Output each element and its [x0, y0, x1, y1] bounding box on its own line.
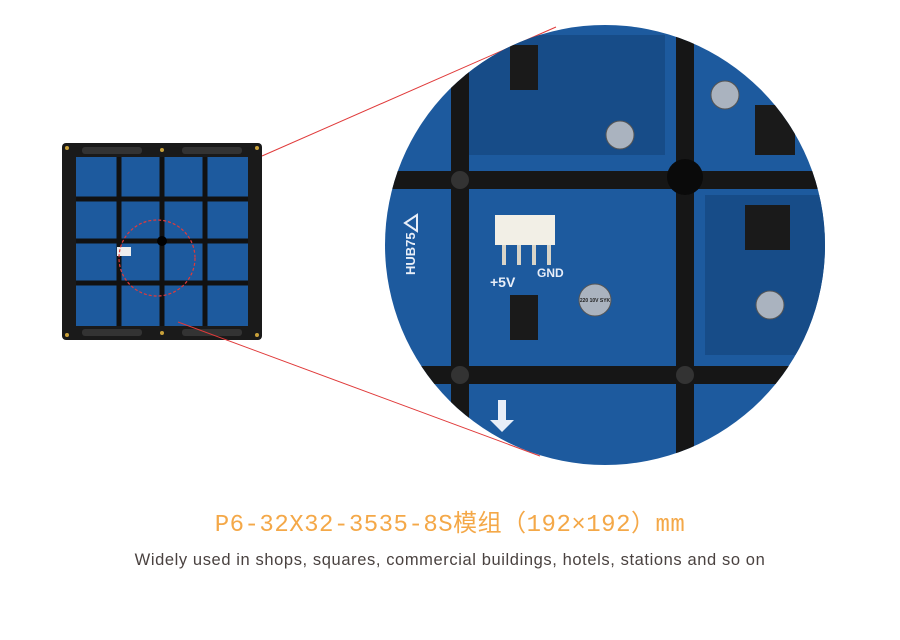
ground-label: GND: [537, 266, 564, 280]
led-module-photo: [62, 143, 262, 340]
connector-label: HUB75: [403, 232, 418, 275]
magnified-detail: 220 10V SYK +5V GND HUB75: [385, 25, 825, 465]
power-label: +5V: [490, 274, 516, 290]
arrow-down-icon: [490, 400, 514, 432]
capacitor-label: 220 10V SYK: [580, 298, 611, 304]
product-description: Widely used in shops, squares, commercia…: [134, 551, 766, 569]
product-title: P6-32X32-3535-8S模组（192×192）mm: [214, 512, 686, 539]
